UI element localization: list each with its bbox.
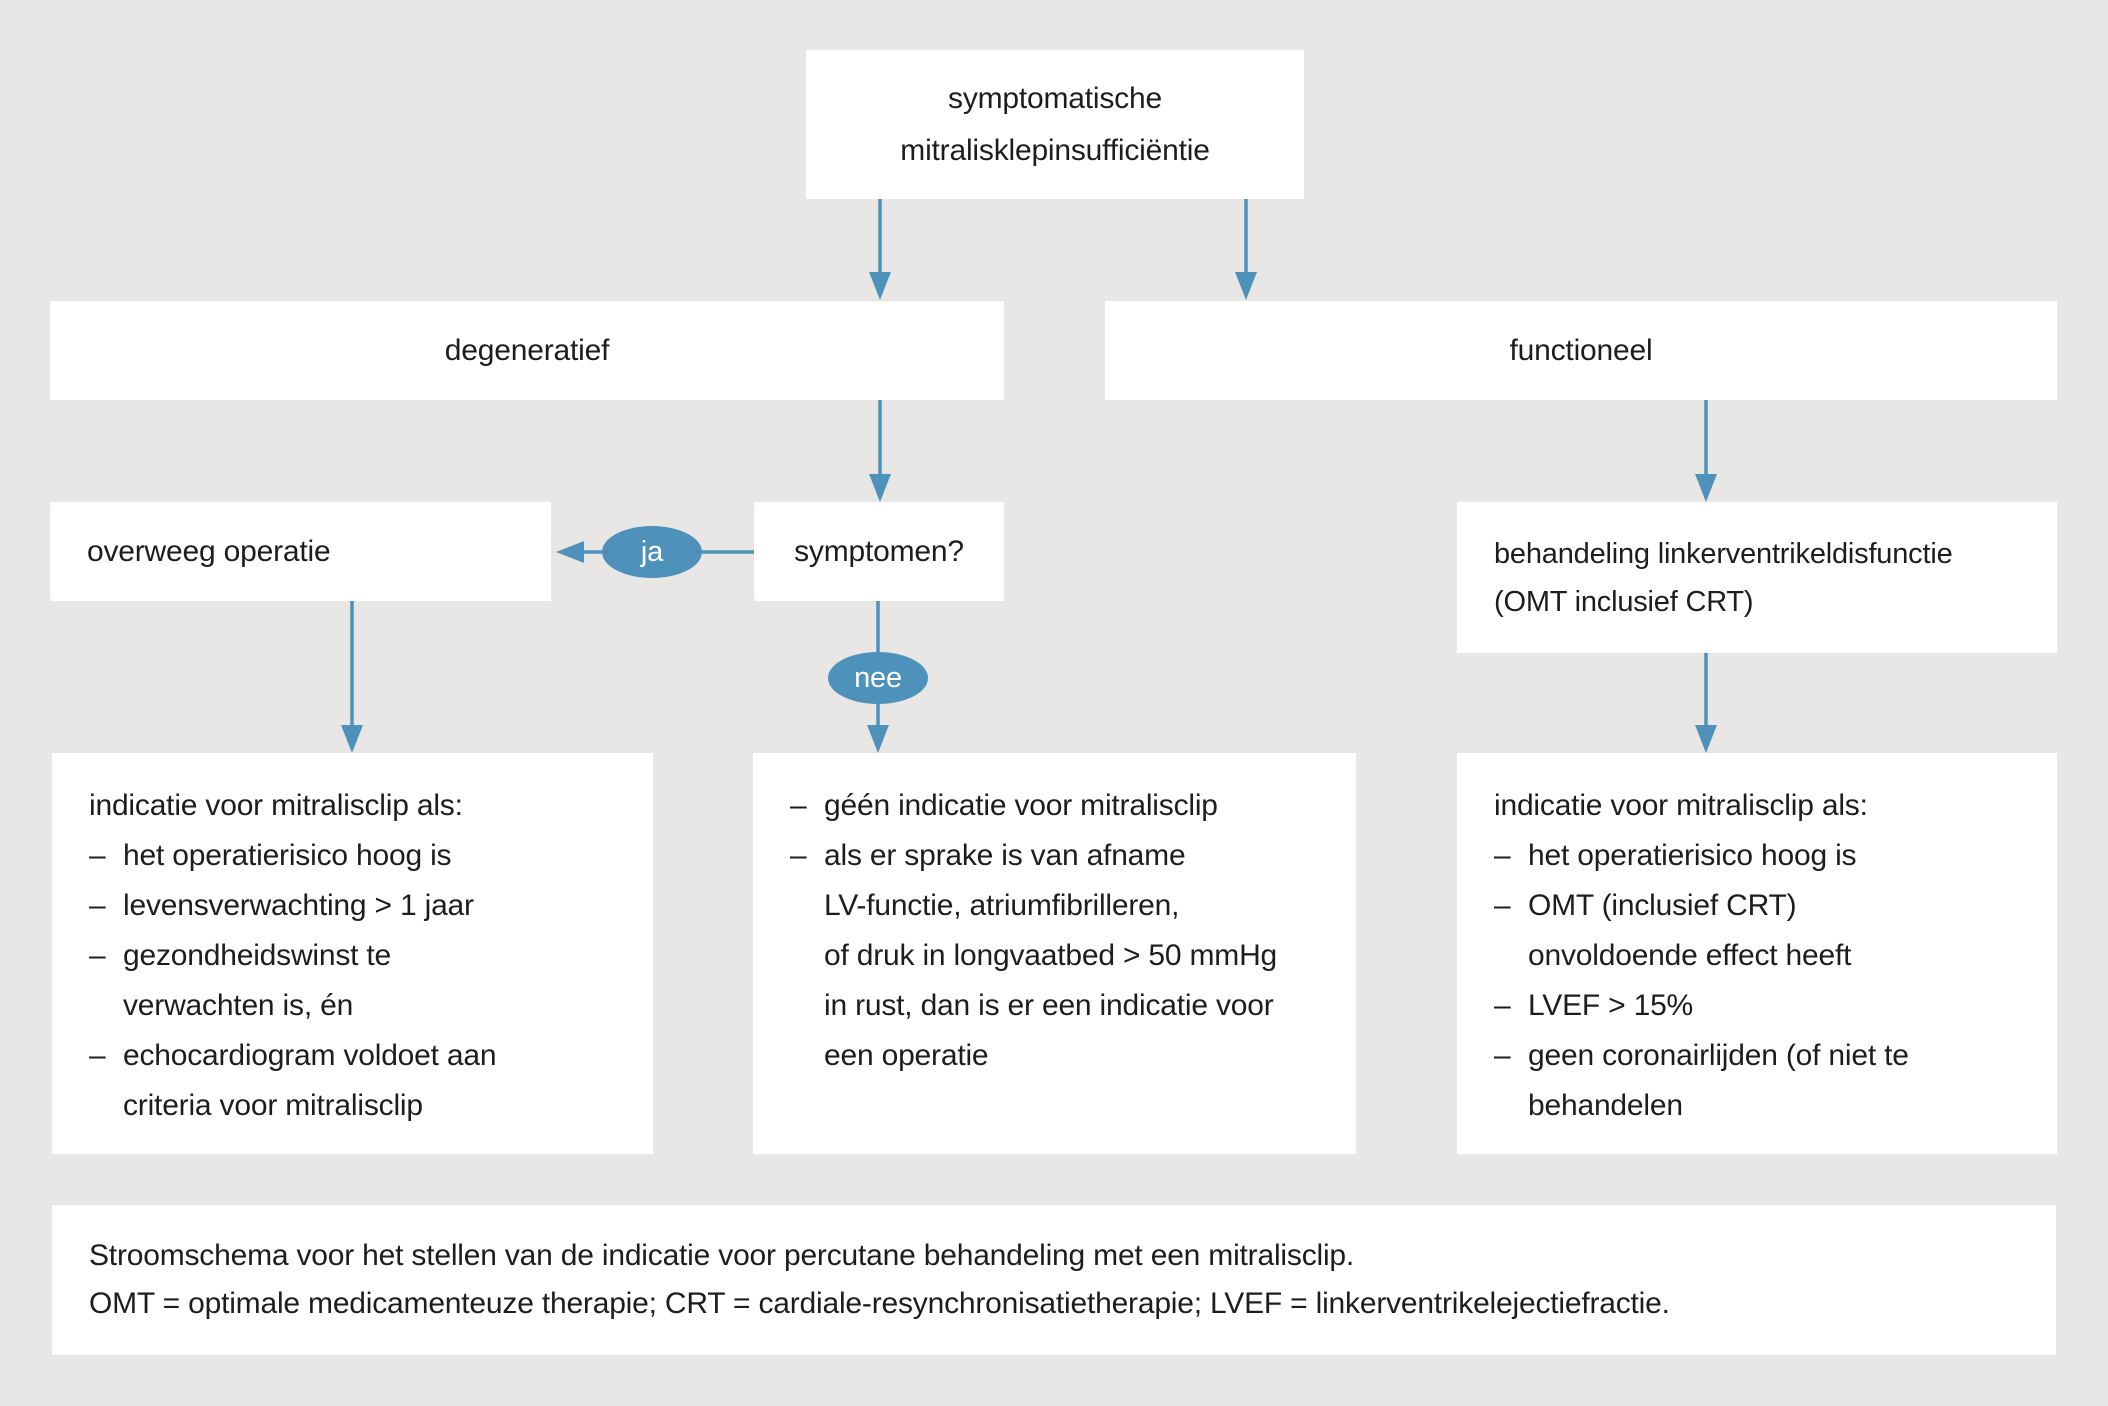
list-item: – geen coronairlijden (of niet te behand… [1494, 1031, 2047, 1131]
node-symptomen-label: symptomen? [794, 534, 964, 568]
arrow-overweeg-to-indicatie-degeneratief [341, 601, 363, 753]
list-item: – echocardiogram voldoet aan criteria vo… [89, 1031, 643, 1131]
node-geen-indicatie-mitralisclip: – géén indicatie voor mitralisclip – als… [753, 753, 1356, 1154]
arrow-degeneratief-to-symptomen [869, 400, 891, 502]
node-indicatie-mitralisclip-functioneel: indicatie voor mitralisclip als: – het o… [1457, 753, 2057, 1154]
node-root-label: symptomatische mitralisklepinsufficiënti… [900, 81, 1210, 167]
bullet-dash: – [1494, 889, 1511, 922]
connector-label-ja: ja [602, 526, 702, 578]
list-item-text: gezondheidswinst te verwachten is, én [123, 939, 392, 1022]
list-item-text: LVEF > 15% [1528, 989, 1694, 1022]
arrow-root-to-degeneratief [869, 199, 891, 300]
bullet-dash: – [790, 839, 807, 872]
node-indicatie-mitralisclip-degeneratief: indicatie voor mitralisclip als: – het o… [52, 753, 653, 1154]
list-item: – gezondheidswinst te verwachten is, én [89, 931, 643, 1031]
bullet-dash: – [89, 1039, 106, 1072]
node-symptomatische-mitralisklepinsufficientie: symptomatische mitralisklepinsufficiënti… [806, 50, 1304, 199]
node-overweeg-operatie-label: overweeg operatie [87, 534, 331, 568]
caption-line-1: Stroomschema voor het stellen van de ind… [89, 1239, 1355, 1272]
list-item-text: géén indicatie voor mitralisclip [824, 789, 1218, 822]
list-item-text: het operatierisico hoog is [1528, 839, 1857, 872]
arrow-root-to-functioneel [1235, 199, 1257, 300]
bullet-dash: – [1494, 989, 1511, 1022]
bullet-dash: – [89, 839, 106, 872]
node-functioneel-label: functioneel [1509, 333, 1653, 367]
bullet-dash: – [89, 889, 106, 922]
list-item: – géén indicatie voor mitralisclip [790, 781, 1346, 831]
bullet-dash: – [790, 789, 807, 822]
node-behandeling-linkerventrikeldisfunctie: behandeling linkerventrikeldisfunctie (O… [1457, 502, 2057, 653]
list-item: – OMT (inclusief CRT) onvoldoende effect… [1494, 881, 2047, 981]
node-behandeling-label: behandeling linkerventrikeldisfunctie (O… [1494, 537, 1953, 618]
list-item-text: echocardiogram voldoet aan criteria voor… [123, 1039, 497, 1122]
list-item-text: als er sprake is van afname LV-functie, … [824, 839, 1278, 1072]
list-item: – LVEF > 15% [1494, 981, 2047, 1031]
arrow-functioneel-to-behandeling [1695, 400, 1717, 502]
node-overweeg-operatie: overweeg operatie [50, 502, 551, 601]
node-degeneratief: degeneratief [50, 301, 1004, 400]
bullet-dash: – [1494, 839, 1511, 872]
arrow-behandeling-to-indicatie-functioneel [1695, 653, 1717, 753]
node-degeneratief-label: degeneratief [444, 333, 610, 367]
list-item-text: geen coronairlijden (of niet te behandel… [1528, 1039, 1909, 1122]
list-item-text: levensverwachting > 1 jaar [123, 889, 474, 922]
connector-label-nee: nee [828, 652, 928, 704]
node-symptomen: symptomen? [754, 502, 1004, 601]
list-item: – het operatierisico hoog is [89, 831, 643, 881]
caption-line-2: OMT = optimale medicamenteuze therapie; … [89, 1287, 1670, 1320]
list-item: – het operatierisico hoog is [1494, 831, 2047, 881]
node-functioneel: functioneel [1105, 301, 2057, 400]
list-item-text: OMT (inclusief CRT) onvoldoende effect h… [1528, 889, 1852, 972]
list-item: – als er sprake is van afname LV-functie… [790, 831, 1346, 1081]
list-header: indicatie voor mitralisclip als: [1494, 789, 1868, 822]
figure-caption: Stroomschema voor het stellen van de ind… [52, 1205, 2056, 1355]
list-header: indicatie voor mitralisclip als: [89, 789, 463, 822]
bullet-dash: – [89, 939, 106, 972]
list-item: – levensverwachting > 1 jaar [89, 881, 643, 931]
bullet-dash: – [1494, 1039, 1511, 1072]
list-item-text: het operatierisico hoog is [123, 839, 452, 872]
